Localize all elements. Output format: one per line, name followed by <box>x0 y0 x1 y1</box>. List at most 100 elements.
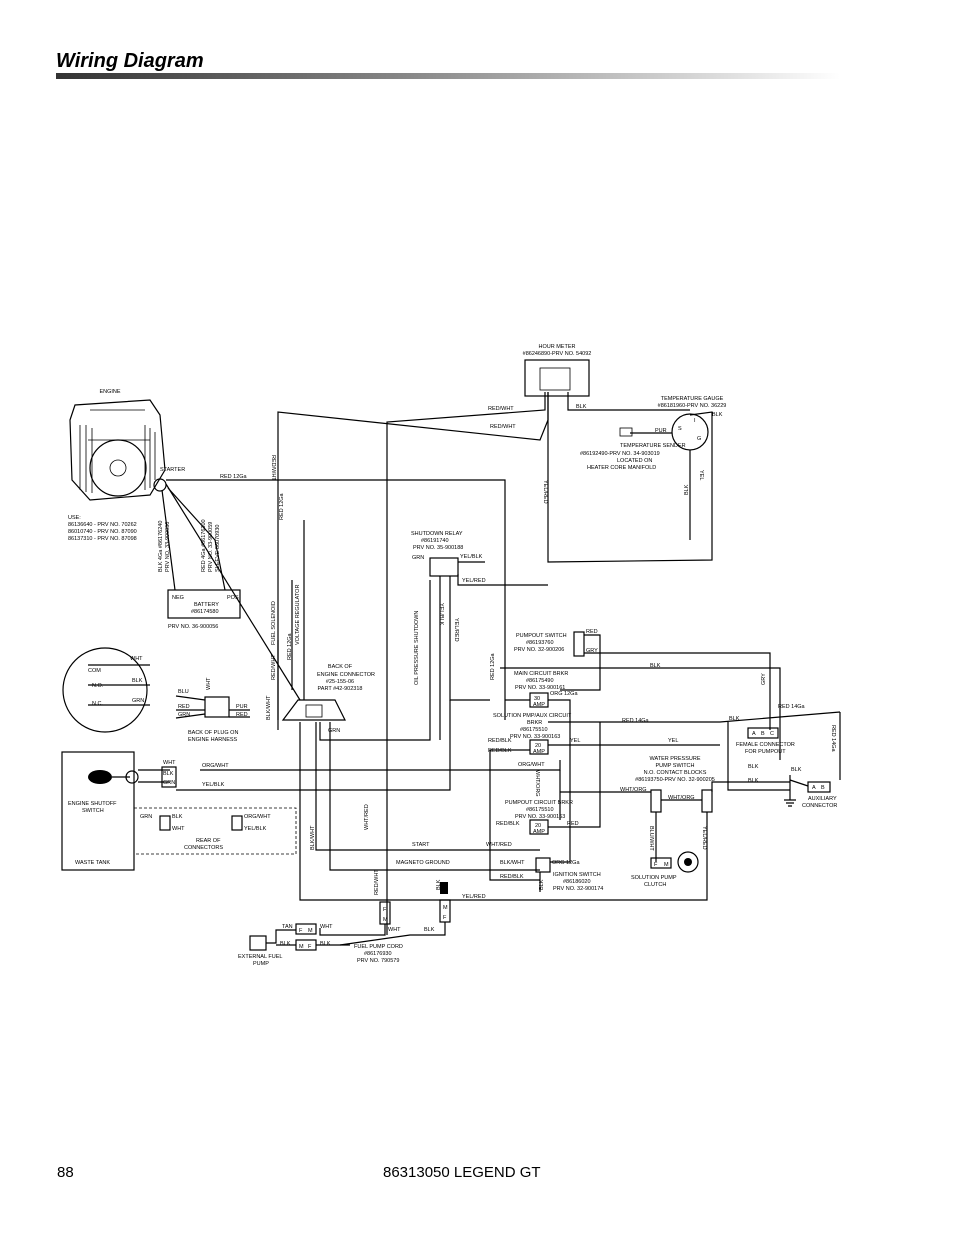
shutdown-relay-part: #86191740 <box>421 538 449 544</box>
wire-blk-long <box>500 667 781 760</box>
wire-label-wht-org-wps: WHT/ORG <box>620 787 647 793</box>
page-title: Wiring Diagram <box>56 50 204 72</box>
use-note-1: 86136640 - PRV NO. 70262 <box>68 522 137 528</box>
hour-meter: HOUR METER #86246890-PRV NO. 54092 <box>523 344 592 397</box>
fpc-m2: M <box>299 944 304 950</box>
wire-batt-blk <box>161 489 176 591</box>
wire-label-blk-wps: BLK <box>748 764 759 770</box>
fpc-part: #86176930 <box>364 951 392 957</box>
sol-brkr-label: SOLUTION PMP/AUX CIRCUIT <box>493 713 572 719</box>
rear-grn: GRN <box>140 814 152 820</box>
main-brkr-prv: PRV NO. 33-900161 <box>515 685 565 691</box>
fc2-m: M <box>443 905 448 911</box>
wire-label-org-12ga-2: ORG 12Ga <box>552 860 580 866</box>
page-number: 88 <box>57 1164 74 1181</box>
wire-label-blu: BLU <box>178 689 189 695</box>
wire-relay-yel-red <box>457 574 548 586</box>
wire-label-wht-red-ign: WHT/RED <box>486 842 512 848</box>
use-note-0: USE: <box>68 515 81 521</box>
main-brkr-amp: 30 <box>534 696 540 702</box>
wire-label-blk-gauge: BLK <box>712 412 723 418</box>
float-grn: GRN <box>132 698 144 704</box>
wire-label-yel-gauge: YEL <box>698 470 704 480</box>
rear-blk: BLK <box>172 814 183 820</box>
use-note-2: 86010740 - PRV NO. 87090 <box>68 529 137 535</box>
wire-label-blk-wps2: BLK <box>748 778 759 784</box>
engine-label: ENGINE <box>99 389 120 395</box>
wire-label-blk-gauge-2: BLK <box>684 484 690 495</box>
wps-contact: N.O. CONTACT BLOCKS <box>644 770 707 776</box>
female-conn-label: FEMALE CONNECTOR <box>736 742 795 748</box>
shutoff-connector <box>161 766 177 788</box>
water-pressure-switch: WATER PRESSURE PUMP SWITCH N.O. CONTACT … <box>620 756 759 813</box>
wire-label-wht-org-wps2: WHT/ORG <box>668 795 695 801</box>
wire-red-blk <box>489 749 540 881</box>
aux-conn-label: AUXILIARY <box>808 796 837 802</box>
rear-yel-blk: YEL/BLK <box>244 826 267 832</box>
wire-label-yel-red-hm: YEL/RED <box>542 480 548 504</box>
wire-sh-yel-blk <box>176 700 451 791</box>
female-conn-c: C <box>770 731 774 737</box>
fpc-m1: M <box>308 928 313 934</box>
wire-blk-wht <box>299 722 390 901</box>
wire-label-yel-red-v: YEL/RED <box>453 618 459 642</box>
wire-label-yel-blk-v: YEL/BLK <box>438 603 444 626</box>
starter-label: STARTER <box>160 467 185 473</box>
blk-cable-part: PRV NO. 33-900056 <box>165 522 171 572</box>
temp-gauge-part: #86181960-PRV NO. 36229 <box>658 403 727 409</box>
ext-pump-pump: PUMP <box>253 961 269 967</box>
battery-part: #86174580 <box>191 609 219 615</box>
wire-label-wht-org-v: WHT/ORG <box>534 770 540 797</box>
float-nc: N.C. <box>92 701 103 707</box>
wire-org-wht <box>200 760 561 771</box>
engine-harness-plug: BLU RED GRN PUR RED WHT BACK OF PLUG ON … <box>178 677 248 743</box>
hour-meter-part: #86246890-PRV NO. 54092 <box>523 351 592 357</box>
waste-tank: ENGINE SHUTOFF SWITCH WASTE TANK <box>61 751 139 871</box>
wire-label-red-plug: RED <box>178 704 190 710</box>
battery-pos: POS <box>227 595 239 601</box>
wire-shutoff-leads <box>138 769 170 783</box>
temp-gauge-label: TEMPERATURE GAUGE <box>661 396 724 402</box>
sol-brkr-amp: 20 <box>535 743 541 749</box>
float-blk: BLK <box>132 678 143 684</box>
wire-label-pur-plug: PUR <box>236 704 248 710</box>
float-wht: WHT <box>130 656 143 662</box>
gauge-g: G <box>697 436 701 442</box>
temperature-gauge: S I G TEMPERATURE GAUGE #86181960-PRV NO… <box>658 396 727 451</box>
rear-of-connectors: GRN BLK WHT ORG/WHT YEL/BLK REAR OF CONN… <box>133 807 297 855</box>
wire-label-red-blk-1: RED/BLK <box>488 738 512 744</box>
wire-hourmeter-red-wht <box>386 392 546 935</box>
wire-label-yel-red-bottom: YEL/RED <box>462 894 486 900</box>
fpc-f2: F <box>308 944 312 950</box>
wire-wps-yel-red <box>390 812 708 901</box>
wire-label-org-12ga-1: ORG 12Ga <box>550 691 578 697</box>
wire-label-yel-blk-relay: YEL/BLK <box>460 554 483 560</box>
wire-label-blk-fc2: BLK <box>436 879 442 890</box>
ext-pump-label: EXTERNAL FUEL <box>238 954 282 960</box>
wire-label-yel-red-relay: YEL/RED <box>462 578 486 584</box>
sol-brkr-part: #86175510 <box>520 727 548 733</box>
wps-label: WATER PRESSURE <box>649 756 700 762</box>
main-brkr-amp-lbl: AMP <box>533 702 545 708</box>
shutdown-relay-prv: PRV NO. 35-900188 <box>413 545 463 551</box>
pumpout-circuit-breaker: 20 AMP PUMPOUT CIRCUIT BRKR #86175510 PR… <box>496 800 579 835</box>
wire-label-red-blk-ign: RED/BLK <box>500 874 524 880</box>
wire-label-red-14ga: RED 14Ga <box>622 718 650 724</box>
solution-pump-clutch: F M SOLUTION PUMP CLUTCH <box>631 851 699 888</box>
wire-hourmeter-blk <box>567 392 690 411</box>
plug-harness: ENGINE HARNESS <box>188 737 238 743</box>
sol-brkr-amp-lbl: AMP <box>533 749 545 755</box>
float-switch-detail: COM N.O. N.C. WHT BLK GRN <box>62 647 150 733</box>
wire-label-blk-fc: BLK <box>729 716 740 722</box>
rear-connectors: CONNECTORS <box>184 845 223 851</box>
rear-org-wht: ORG/WHT <box>244 814 271 820</box>
wire-label-start: START <box>412 842 430 848</box>
wire-ps-gry <box>584 652 771 730</box>
wire-label-yel-blk-sh: YEL/BLK <box>202 782 225 788</box>
wire-label-red-wht-v2: RED/WHT <box>271 654 277 680</box>
wire-label-blk-sh: BLK <box>163 771 174 777</box>
fpc-prv: PRV NO. 790579 <box>357 958 399 964</box>
wire-label-fuel-solenoid: FUEL SOLENOID <box>271 601 277 645</box>
wire-label-red-blk-2: RED/BLK <box>488 748 512 754</box>
